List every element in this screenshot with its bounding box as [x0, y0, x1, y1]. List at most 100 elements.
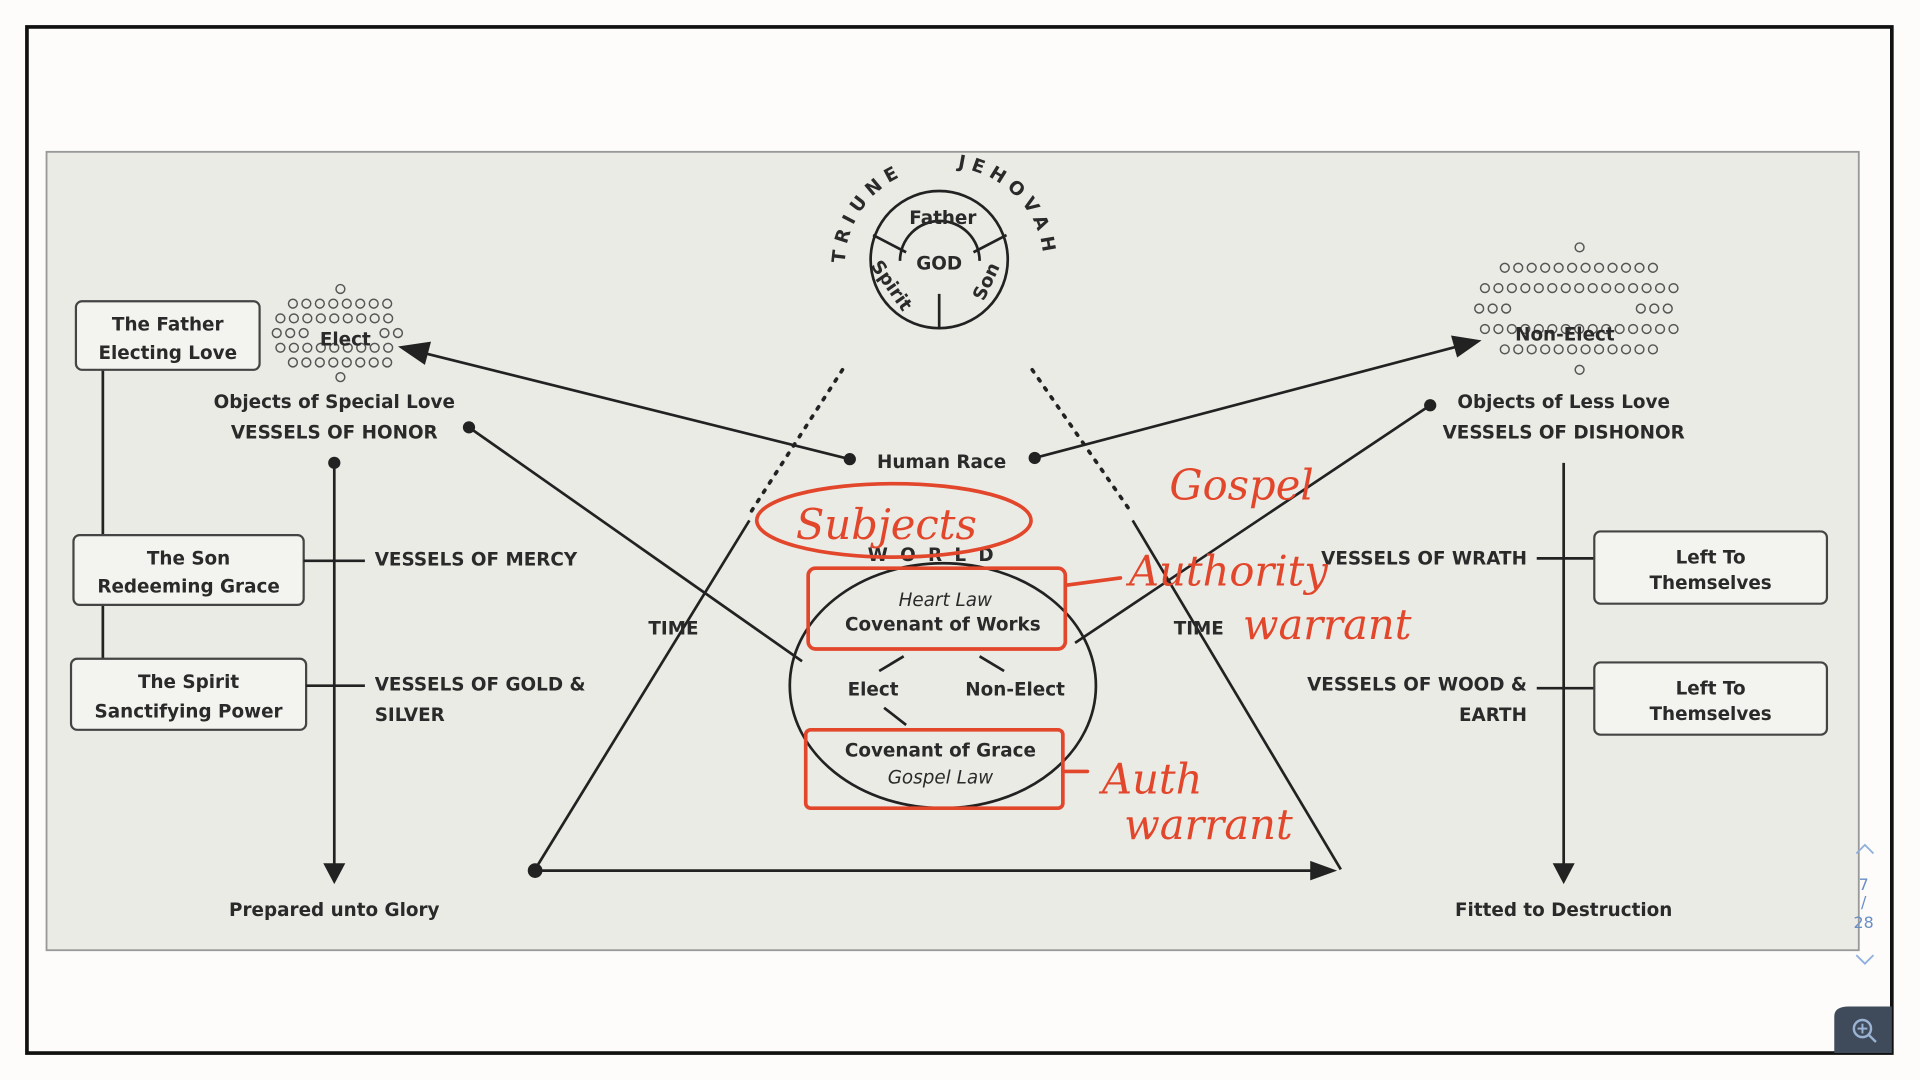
bubble: [1649, 303, 1660, 314]
annotation-warrant: warrant: [1243, 600, 1412, 649]
time-right-label: TIME: [1174, 618, 1224, 639]
bubble: [1647, 344, 1659, 355]
bubble: [1574, 364, 1585, 375]
vessels-of-mercy: VESSELS OF MERCY: [375, 550, 578, 571]
bubble: [335, 283, 346, 295]
left-to-themselves-box-1: [1593, 530, 1829, 605]
bubble: [355, 298, 366, 309]
annotation-warrant-2: warrant: [1124, 800, 1293, 849]
bubble: [301, 357, 312, 368]
bubble: [1647, 262, 1659, 273]
gospel-law-label: Gospel Law: [888, 768, 994, 789]
bubble: [1662, 303, 1673, 314]
bubble: [1634, 344, 1645, 355]
bubble: [1479, 282, 1491, 294]
non-elect-cloud-label: Non-Elect: [1515, 324, 1615, 345]
bubble: [368, 357, 379, 368]
bubble: [1493, 282, 1504, 294]
next-page-icon[interactable]: [1855, 954, 1875, 965]
bubble: [329, 313, 340, 324]
vessels-of-wood-1: VESSELS OF WOOD &: [1307, 675, 1527, 696]
fitted-to-destruction: Fitted to Destruction: [1455, 900, 1672, 921]
bubble: [369, 313, 380, 324]
bubble: [1601, 282, 1612, 294]
zoom-button[interactable]: [1834, 1006, 1892, 1054]
bubble: [1574, 242, 1585, 253]
non-elect-center-label: Non-Elect: [965, 680, 1065, 701]
bubble: [1499, 262, 1510, 273]
bubble: [302, 342, 313, 353]
elect-center-label: Elect: [848, 680, 899, 701]
bubble: [275, 313, 286, 324]
bubble: [382, 357, 393, 368]
left-to-themselves-box-2: [1593, 661, 1829, 736]
bubble: [1506, 323, 1518, 335]
bubble: [1474, 303, 1485, 314]
bubble: [328, 357, 339, 368]
bubble: [1593, 262, 1605, 273]
slide: [45, 150, 1860, 952]
bubble: [1607, 262, 1618, 273]
bubble: [302, 313, 313, 324]
bubble: [1634, 262, 1645, 273]
covenant-of-works-label: Covenant of Works: [845, 615, 1041, 636]
bubble: [1520, 282, 1531, 294]
spirit-box: [69, 657, 308, 731]
bubble: [342, 313, 353, 324]
bubble: [1641, 282, 1652, 294]
box1-line2: Themselves: [1650, 573, 1772, 594]
bubble: [1614, 323, 1625, 335]
bubble: [314, 357, 325, 368]
bubble: [315, 342, 326, 353]
bubble: [275, 342, 286, 353]
bubble: [271, 327, 282, 339]
handwritten-annotations: Subjects Gospel Authority warrant Auth w…: [754, 461, 1412, 849]
vessels-of-wood-2: EARTH: [1459, 705, 1527, 726]
box1-line1: Left To: [1676, 547, 1746, 568]
bubble: [1553, 344, 1564, 355]
bubble: [1533, 282, 1544, 294]
bubble: [301, 298, 312, 309]
bubble: [329, 342, 340, 353]
bubble: [1654, 282, 1666, 294]
page-navigator: 7 / 28: [1854, 843, 1875, 965]
prev-page-icon[interactable]: [1855, 843, 1875, 855]
bubble: [342, 342, 353, 353]
box2-line2: Themselves: [1650, 704, 1772, 725]
annotation-subjects: Subjects: [796, 500, 977, 549]
bubble: [379, 327, 390, 339]
annotation-auth: Auth: [1098, 754, 1202, 803]
bubble: [1607, 344, 1618, 355]
bubble: [1614, 282, 1625, 294]
time-triangle: TIME TIME: [527, 367, 1342, 881]
bubble: [1500, 303, 1512, 314]
father-label: Father: [909, 208, 976, 229]
bubble: [287, 357, 299, 368]
objects-special-love: Objects of Special Love: [214, 392, 455, 413]
bubble: [1540, 344, 1551, 355]
elect-cloud: [271, 283, 404, 383]
human-race-label: Human Race: [877, 452, 1006, 473]
prepared-unto-glory: Prepared unto Glory: [229, 900, 439, 921]
bubble: [356, 342, 367, 353]
bubble: [1560, 282, 1571, 294]
bubble: [1587, 282, 1598, 294]
bubble: [1601, 323, 1612, 335]
bubble: [1547, 323, 1558, 335]
bubble: [285, 327, 296, 339]
bubble: [1620, 344, 1632, 355]
bubble: [1566, 262, 1578, 273]
bubble: [1526, 344, 1537, 355]
father-box-title: The Father: [112, 315, 224, 336]
bubble: [392, 327, 404, 339]
non-elect-cloud: [1474, 242, 1679, 375]
son-box-title: The Son: [147, 548, 230, 569]
human-race-arrows: Human Race: [397, 335, 1482, 663]
bubble: [1580, 262, 1591, 273]
bubble: [1574, 282, 1585, 294]
page-total: 28: [1854, 913, 1874, 932]
covenant-of-grace-label: Covenant of Grace: [845, 741, 1036, 762]
bubble: [1560, 323, 1571, 335]
bubble: [288, 342, 300, 353]
